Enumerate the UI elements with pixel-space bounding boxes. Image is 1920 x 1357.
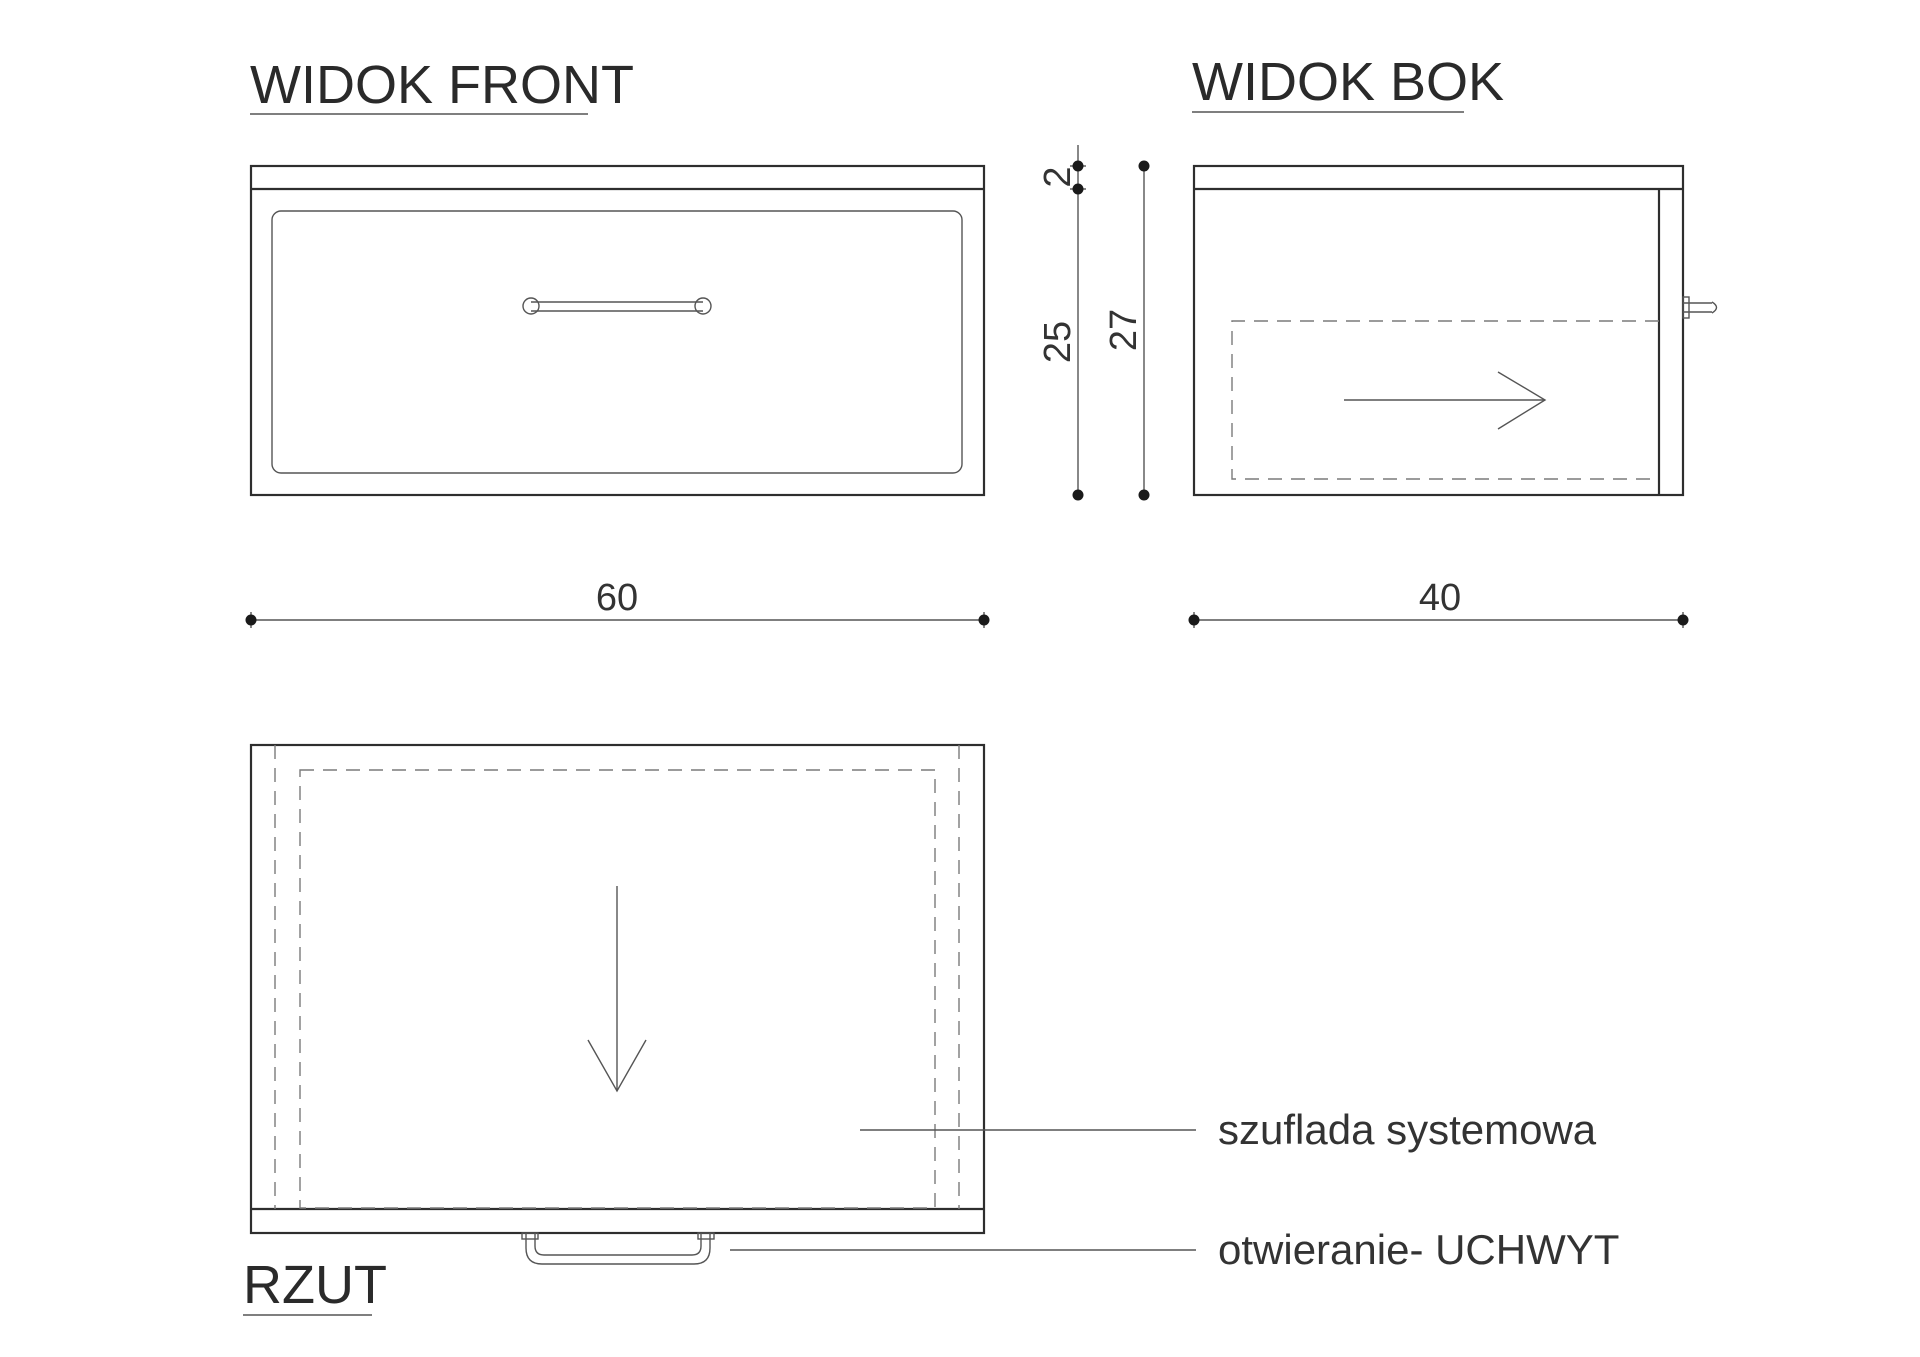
callout-opening: otwieranie- UCHWYT <box>730 1226 1619 1273</box>
dimension-label-25: 25 <box>1037 321 1079 363</box>
side-handle <box>1682 296 1718 319</box>
callout-drawer: szuflada systemowa <box>860 1106 1597 1153</box>
width-dimension: 60 <box>245 577 990 628</box>
dimension-label-40: 40 <box>1419 577 1461 619</box>
plan-view-title: RZUT <box>243 1255 387 1315</box>
depth-dimension: 40 <box>1188 577 1689 628</box>
front-handle <box>522 297 712 315</box>
label-opening: otwieranie- UCHWYT <box>1218 1226 1619 1273</box>
dimension-label-60: 60 <box>596 577 638 619</box>
plan-pull-direction-arrow <box>587 886 647 1093</box>
side-pull-direction-arrow <box>1344 371 1547 430</box>
front-view: WIDOK FRONT <box>249 55 986 497</box>
front-view-title: WIDOK FRONT <box>250 55 634 115</box>
front-drawer-panel <box>271 210 963 474</box>
dimension-label-2: 2 <box>1037 166 1079 187</box>
front-cabinet-outline <box>249 164 986 497</box>
plan-drawer-box-dashed <box>299 769 936 1209</box>
plan-cabinet-outline <box>249 743 986 1235</box>
side-view-title: WIDOK BOK <box>1192 52 1504 112</box>
label-drawer: szuflada systemowa <box>1218 1106 1597 1153</box>
plan-handle <box>521 1232 715 1265</box>
side-cabinet-outline <box>1192 164 1685 497</box>
height-dimensions: 2 25 27 <box>1037 145 1150 501</box>
side-view: WIDOK BOK <box>1192 52 1718 497</box>
side-drawer-box-dashed <box>1231 320 1659 480</box>
dimension-label-27: 27 <box>1103 309 1145 351</box>
plan-view: RZUT <box>243 743 986 1316</box>
